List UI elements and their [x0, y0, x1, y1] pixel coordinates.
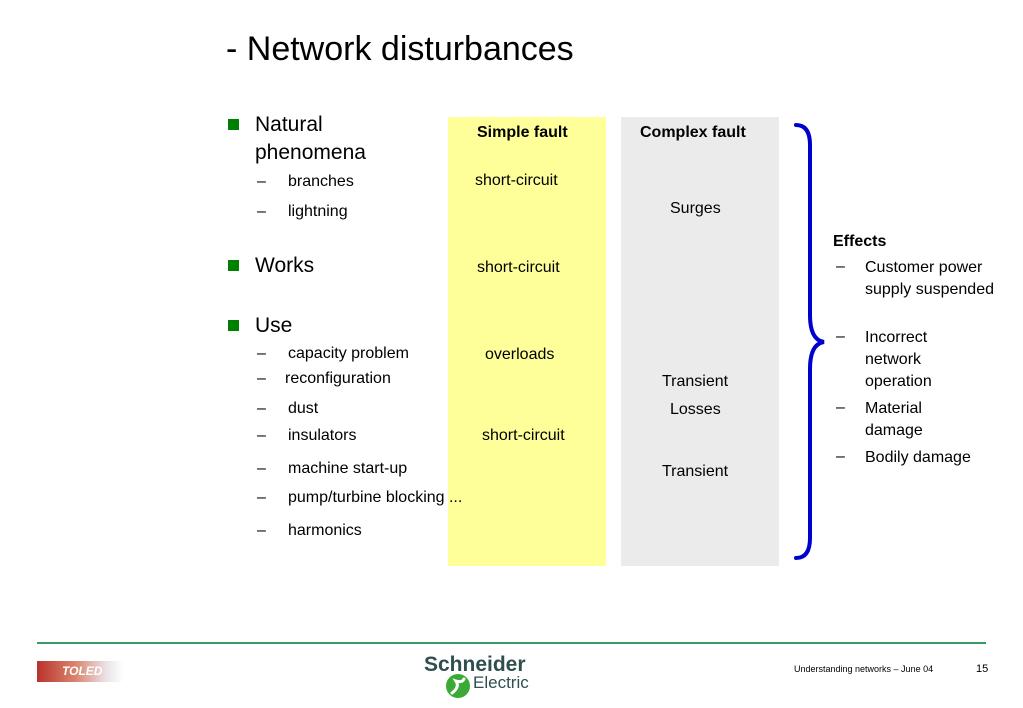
schneider-logo-icon — [446, 674, 470, 698]
list-item-harmonics: harmonics — [288, 522, 362, 539]
footer-divider — [37, 642, 986, 644]
list-item-lightning: lightning — [288, 203, 348, 220]
toled-logo — [37, 661, 123, 682]
section-use-label: Use — [255, 314, 293, 337]
dash-marker: – — [257, 400, 266, 417]
dash-marker: – — [257, 522, 266, 539]
effect-item: Customer power supply suspended — [865, 259, 994, 298]
complex-fault-cell: Losses — [670, 401, 721, 418]
section-works-label: Works — [255, 254, 315, 277]
list-item-insulators: insulators — [288, 427, 357, 444]
simple-fault-header: Simple fault — [477, 124, 568, 141]
effect-item: Material damage — [865, 400, 923, 439]
page-title: - Network disturbances — [226, 30, 574, 68]
effect-item: Bodily damage — [865, 449, 971, 466]
effect-item: Incorrect network operation — [865, 329, 932, 390]
toled-logo-text: TOLED — [62, 664, 103, 678]
dash-marker: – — [257, 370, 266, 387]
complex-fault-cell: Transient — [662, 463, 729, 480]
dash-marker: – — [836, 448, 845, 465]
dash-marker: – — [257, 460, 266, 477]
simple-fault-cell: short-circuit — [475, 172, 558, 189]
simple-fault-cell: short-circuit — [477, 259, 560, 276]
square-bullet-icon — [228, 260, 239, 271]
effects-title: Effects — [833, 233, 887, 250]
complex-fault-header: Complex fault — [640, 124, 746, 141]
square-bullet-icon — [228, 119, 239, 130]
dash-marker: – — [257, 203, 266, 220]
complex-fault-column — [621, 117, 779, 566]
list-item-machine-start-up: machine start-up — [288, 460, 408, 477]
brand-name-bottom: Electric — [473, 673, 529, 692]
list-item-capacity-problem: capacity problem — [288, 345, 409, 362]
brand-name-top: Schneider — [424, 653, 526, 676]
page-number: 15 — [976, 663, 989, 675]
dash-marker: – — [257, 173, 266, 190]
section-natural-label-line2: phenomena — [255, 141, 366, 164]
dash-marker: – — [836, 399, 845, 416]
dash-marker: – — [257, 427, 266, 444]
dash-marker: – — [836, 328, 845, 345]
list-item-dust: dust — [288, 400, 319, 417]
square-bullet-icon — [228, 320, 239, 331]
simple-fault-column — [448, 117, 606, 566]
dash-marker: – — [257, 489, 266, 506]
list-item-branches: branches — [288, 173, 354, 190]
section-natural-label: Natural — [255, 113, 323, 136]
list-item-reconfiguration: reconfiguration — [285, 370, 391, 387]
list-item-pump-turbine-blocking: pump/turbine blocking ... — [288, 489, 463, 506]
curly-brace-icon — [794, 123, 825, 560]
complex-fault-cell: Surges — [670, 200, 721, 217]
complex-fault-cell: Transient — [662, 373, 729, 390]
simple-fault-cell: short-circuit — [482, 427, 565, 444]
footer-caption: Understanding networks – June 04 — [794, 664, 934, 674]
dash-marker: – — [836, 258, 845, 275]
dash-marker: – — [257, 345, 266, 362]
simple-fault-cell: overloads — [485, 346, 555, 363]
